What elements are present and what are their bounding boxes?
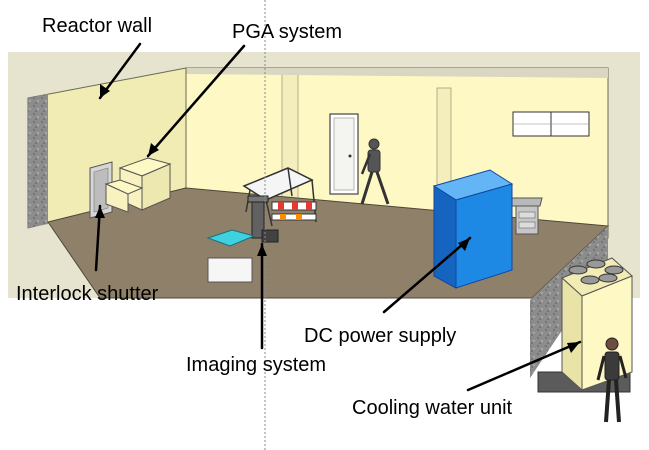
pool-opening [206,229,256,247]
label-imaging-system: Imaging system [186,354,327,376]
interlock-shutter [89,161,113,219]
person-standing [596,337,628,423]
arrow-pga-system [146,44,246,158]
pga-shield [104,157,172,213]
person-walking [360,138,390,205]
label-pga-system: PGA system [232,21,343,43]
wall-top [186,68,608,78]
label-cooling-water-unit: Cooling water unit [352,397,513,419]
arrow-dc-power-supply [382,236,472,314]
label-interlock-shutter: Interlock shutter [16,283,159,305]
label-dc-power-supply: DC power supply [304,325,457,347]
dc-power-supply-cabinet [432,169,514,289]
label-pointers [94,42,582,392]
reactor-wall-edge [28,94,48,228]
imaging-system-device [247,195,279,243]
arrow-cooling-water-unit [466,340,582,392]
label-reactor-wall: Reactor wall [42,15,153,37]
pool-basin [207,257,253,283]
safety-barrier [271,201,317,221]
